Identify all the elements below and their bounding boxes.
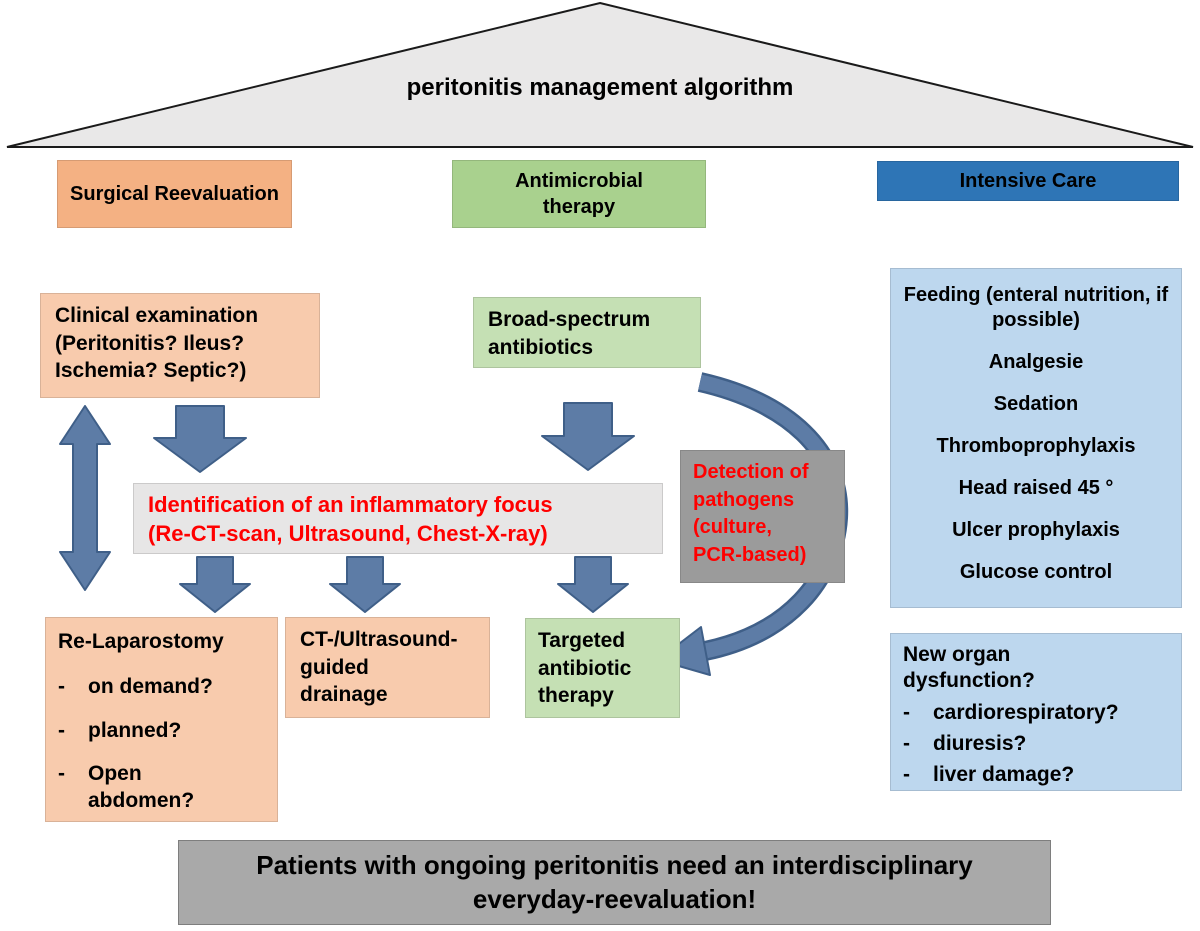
care-item: Feeding (enteral nutrition, if possible) (903, 284, 1169, 331)
new-organ-title-line: dysfunction? (903, 669, 1035, 693)
arrow-to-relaparostomy down-arrow-icon (179, 556, 251, 613)
header-intensive-care: Intensive Care (877, 161, 1179, 201)
clinical-examination-line: (Peritonitis? Ileus? (55, 331, 245, 355)
intensive-care-measures-box: Feeding (enteral nutrition, if possible)… (890, 268, 1182, 608)
identification-focus-box: Identification of an inflammatory focus … (133, 483, 663, 554)
bottom-banner: Patients with ongoing peritonitis need a… (178, 840, 1051, 925)
bullet-dash: - (903, 731, 910, 755)
page-title: peritonitis management algorithm (406, 74, 794, 101)
new-organ-item: - diuresis? (903, 731, 1169, 757)
new-organ-item: - liver damage? (903, 762, 1169, 788)
bullet-dash: - (58, 718, 65, 742)
new-organ-item-label: cardiorespiratory? (933, 700, 1119, 724)
drainage-line: CT-/Ultrasound- (300, 628, 458, 651)
ct-ultrasound-drainage-box: CT-/Ultrasound- guided drainage (285, 617, 490, 718)
detection-line: Detection of (693, 461, 809, 483)
new-organ-item: - cardiorespiratory? (903, 700, 1169, 726)
drainage-line: guided (300, 655, 369, 679)
targeted-line: Targeted (538, 629, 626, 652)
detection-of-pathogens-box: Detection of pathogens (culture, PCR-bas… (680, 450, 845, 583)
re-laparostomy-item: - on demand? (58, 673, 265, 700)
arrow-to-targeted-therapy down-arrow-icon (557, 556, 629, 613)
header-intensive-label: Intensive Care (959, 170, 1097, 192)
targeted-line: antibiotic (538, 656, 632, 680)
new-organ-item-label: liver damage? (933, 763, 1075, 786)
new-organ-dysfunction-box: New organ dysfunction? - cardiorespirato… (890, 633, 1182, 791)
care-item: Head raised 45 ° (958, 477, 1114, 499)
identification-focus-line: (Re-CT-scan, Ultrasound, Chest-X-ray) (148, 520, 548, 546)
new-organ-title-line: New organ (903, 643, 1011, 666)
arrow-broadspectrum-down down-arrow-icon (541, 402, 635, 471)
targeted-antibiotic-therapy-box: Targeted antibiotic therapy (525, 618, 680, 718)
bottom-banner-text: Patients with ongoing peritonitis need a… (256, 849, 973, 914)
re-laparostomy-item: - planned? (58, 717, 265, 744)
new-organ-item-label: diuresis? (933, 731, 1027, 755)
clinical-examination-box: Clinical examination (Peritonitis? Ileus… (40, 293, 320, 398)
re-laparostomy-item-label: on demand? (88, 675, 213, 699)
broad-spectrum-line: antibiotics (488, 335, 594, 359)
care-item: Glucose control (959, 561, 1113, 583)
care-item: Analgesie (988, 351, 1084, 373)
re-laparostomy-item-label: planned? (88, 718, 182, 742)
bullet-dash: - (58, 675, 65, 699)
detection-line: PCR-based) (693, 543, 807, 566)
bullet-dash: - (58, 761, 65, 785)
care-item: Sedation (993, 393, 1079, 415)
clinical-examination-line: Ischemia? Septic?) (55, 359, 247, 383)
re-laparostomy-box: Re-Laparostomy - on demand? - planned? -… (45, 617, 278, 822)
targeted-line: therapy (538, 684, 614, 708)
header-surgical-label: Surgical Reevaluation (70, 183, 279, 205)
re-laparostomy-item-label: Open abdomen? (88, 761, 195, 813)
arrow-to-drainage down-arrow-icon (329, 556, 401, 613)
bullet-dash: - (903, 763, 910, 786)
arrow-clinical-to-identification down-arrow-icon (153, 405, 247, 473)
broad-spectrum-line: Broad-spectrum (488, 308, 651, 331)
clinical-examination-line: Clinical examination (55, 304, 259, 327)
re-laparostomy-title: Re-Laparostomy (58, 630, 224, 653)
care-item: Ulcer prophylaxis (952, 519, 1120, 541)
header-surgical-reevaluation: Surgical Reevaluation (57, 160, 292, 228)
drainage-line: drainage (300, 683, 388, 707)
broad-spectrum-antibiotics-box: Broad-spectrum antibiotics (473, 297, 701, 368)
detection-line: pathogens (693, 488, 795, 511)
header-antimicrobial-label: Antimicrobial therapy (515, 170, 643, 218)
header-antimicrobial-therapy: Antimicrobial therapy (452, 160, 706, 228)
double-arrow-icon (59, 405, 111, 591)
re-laparostomy-item: - Open abdomen? (58, 760, 265, 815)
care-item: Thromboprophylaxis (936, 435, 1136, 457)
bullet-dash: - (903, 700, 910, 724)
identification-focus-line: Identification of an inflammatory focus (148, 492, 553, 517)
detection-line: (culture, (693, 516, 772, 539)
